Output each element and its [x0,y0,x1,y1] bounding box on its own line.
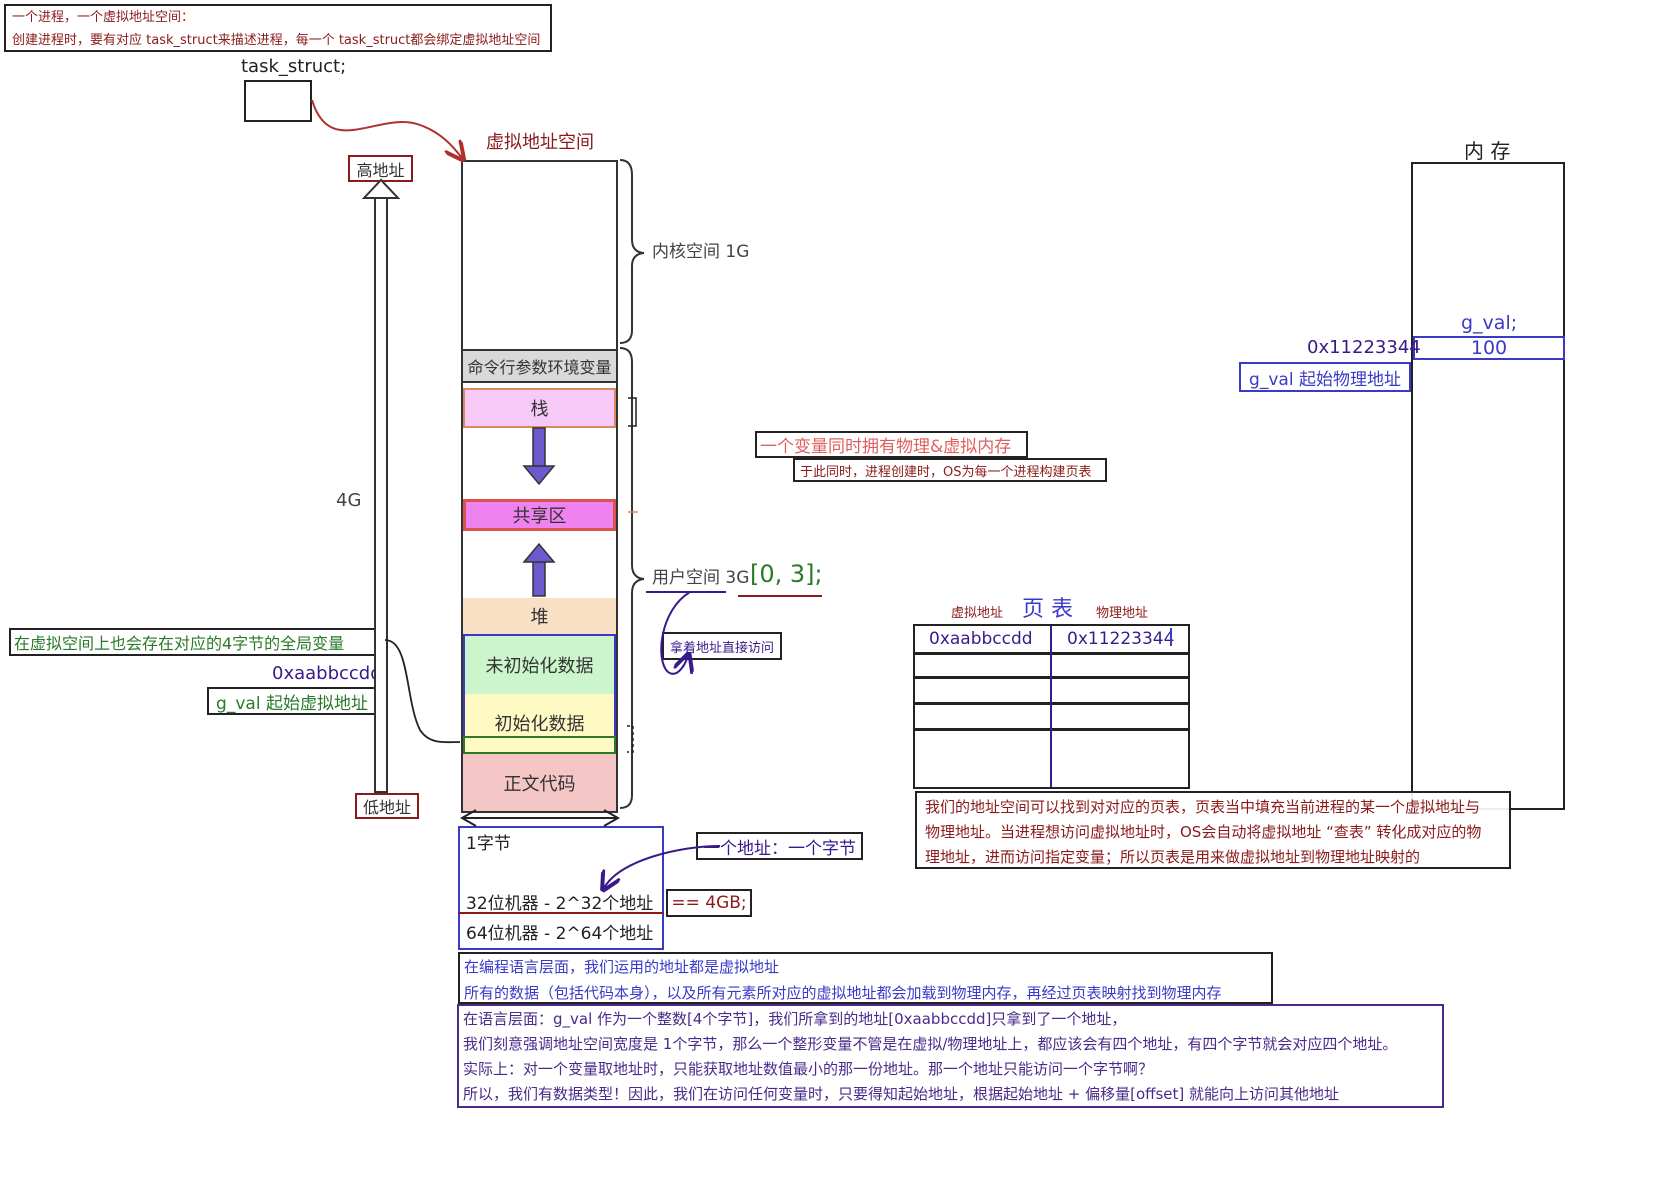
memory-value-cell: 100 [1413,336,1565,360]
page-table-phys-header: 物理地址 [1096,606,1149,621]
var-both-memory-text: 一个变量同时拥有物理&虚拟内存 [760,437,1012,457]
memory-g-val-label: g_val; [1461,312,1518,334]
language-note-line2: 所有的数据（包括代码本身），以及所有元素所对应的虚拟地址都会加载到物理内存，再经… [464,984,1222,1002]
bss-segment: 未初始化数据 [463,634,616,694]
user-range-label: [0, 3]; [750,560,823,588]
direct-access-note: 拿着地址直接访问 [662,632,782,660]
cmdline-env-segment: 命令行参数环境变量 [463,351,616,383]
address-width-note-line1: 在语言层面：g_val 作为一个整数[4个字节]，我们所拿到的地址[0xaabb… [463,1010,1127,1028]
user-brace [619,347,645,809]
page-table-virt-header: 虚拟地址 [951,606,1004,621]
kernel-brace [619,159,645,344]
page-table-explain-line2: 物理地址。当进程想访问虚拟地址时，OS会自动将虚拟地址 “查表” 转化成对应的物 [925,823,1482,841]
low-address-text: 低地址 [362,798,411,817]
g-val-phys-label-text: g_val 起始物理地址 [1249,369,1401,390]
eq-4gb-box: == 4GB; [666,889,752,917]
text-segment: 正文代码 [463,754,616,811]
stack-segment: 栈 [463,388,616,428]
virtual-address-space: 命令行参数环境变量 栈 共享区 堆 未初始化数据 初始化数据 正文代码 [461,160,618,813]
address-width-note-line4: 所以，我们有数据类型！因此，我们在访问任何变量时，只要得知起始地址，根据起始地址… [463,1085,1340,1103]
top-note-line2: 创建进程时，要有对应 task_struct来描述进程，每一个 task_str… [12,33,541,48]
task-struct-label: task_struct; [241,56,347,77]
bit32-label: 32位机器 - 2^32个地址 [466,894,654,914]
data-bracket [627,725,634,753]
task-struct-arrow [311,99,462,158]
shared-label: 共享区 [512,506,567,527]
high-address-text: 高地址 [356,160,405,180]
direct-access-arrow [660,591,690,675]
address-width-note-line2: 我们刻意强调地址空间宽度是 1个字节，那么一个整形变量不管是在虚拟/物理地址上，… [463,1035,1398,1053]
page-table-explain-line3: 理地址，进而访问指定变量；所以页表是用来做虚拟地址到物理地址映射的 [925,848,1421,866]
cmdline-env-label: 命令行参数环境变量 [467,358,612,377]
page-table: 0xaabbccdd 0x11223344 [913,624,1190,789]
global-var-note-text: 在虚拟空间上也会存在对应的4字节的全局变量 [14,634,345,653]
data-label: 初始化数据 [494,714,585,735]
var-both-memory-box: 一个变量同时拥有物理&虚拟内存 [755,431,1028,458]
vas-title: 虚拟地址空间 [486,132,594,153]
direct-access-text: 拿着地址直接访问 [669,640,774,656]
page-table-row-virt: 0xaabbccdd [929,629,1033,649]
one-addr-one-byte-text: 一个地址：一个字节 [703,838,856,859]
data-segment: 初始化数据 [463,694,616,754]
user-space-label: 用户空间 3G [652,568,750,588]
stack-bracket [628,397,637,427]
byte-size-box: 1字节 32位机器 - 2^32个地址 64位机器 - 2^64个地址 [458,826,664,950]
page-table-explain-line1: 我们的地址空间可以找到对对应的页表，页表当中填充当前进程的某一个虚拟地址与 [925,798,1481,816]
stack-label: 栈 [530,399,549,420]
shared-segment: 共享区 [463,499,616,531]
eq-4gb-text: == 4GB; [671,893,747,913]
language-note-line1: 在编程语言层面，我们运用的地址都是虚拟地址 [464,958,780,976]
page-table-explain-box: 我们的地址空间可以找到对对应的页表，页表当中填充当前进程的某一个虚拟地址与 物理… [915,791,1511,869]
g-val-virt-label-text: g_val 起始虚拟地址 [216,693,368,714]
text-label: 正文代码 [503,773,576,795]
page-table-column-divider [1050,626,1052,787]
low-address-label: 低地址 [355,793,419,819]
bit64-label: 64位机器 - 2^64个地址 [466,924,654,944]
stack-growth-arrow [522,427,556,486]
task-struct-box [244,80,312,122]
kernel-segment [463,162,616,351]
byte-width-arrow [459,809,621,827]
g-val-virtual-cell [463,736,616,754]
phys-addr-value: 0x11223344 [1307,337,1421,358]
size-4g-label: 4G [336,490,362,511]
address-range-arrow [361,178,401,793]
g-val-phys-label: g_val 起始物理地址 [1239,362,1411,392]
language-note-box: 在编程语言层面，我们运用的地址都是虚拟地址 所有的数据（包括代码本身），以及所有… [458,952,1273,1004]
virt-addr-value: 0xaabbccdd [272,663,382,684]
heap-segment: 堆 [463,598,616,634]
address-width-note-line3: 实际上：对一个变量取地址时，只能获取地址数值最小的那一份地址。那一个地址只能访问… [463,1060,1154,1078]
top-note: 一个进程，一个虚拟地址空间： 创建进程时，要有对应 task_struct来描述… [4,4,552,52]
bss-label: 未初始化数据 [485,656,594,677]
page-table-title: 页 表 [1022,597,1073,622]
memory-title: 内 存 [1464,139,1511,163]
memory-value: 100 [1470,337,1508,359]
top-note-line1: 一个进程，一个虚拟地址空间： [12,10,195,25]
one-byte-label: 1字节 [466,834,511,854]
page-table-note-text: 于此同时，进程创建时，OS为每一个进程构建页表 [800,464,1092,480]
kernel-space-label: 内核空间 1G [652,242,750,262]
address-width-note-box: 在语言层面：g_val 作为一个整数[4个字节]，我们所拿到的地址[0xaabb… [457,1004,1444,1108]
one-addr-one-byte-box: 一个地址：一个字节 [696,832,863,860]
global-var-connector [384,639,461,744]
one-address-arrow [604,845,721,888]
heap-growth-arrow [522,542,556,597]
heap-label: 堆 [530,607,549,628]
page-table-note-box: 于此同时，进程创建时，OS为每一个进程构建页表 [793,458,1107,482]
page-table-row-phys: 0x11223344 [1067,629,1175,649]
